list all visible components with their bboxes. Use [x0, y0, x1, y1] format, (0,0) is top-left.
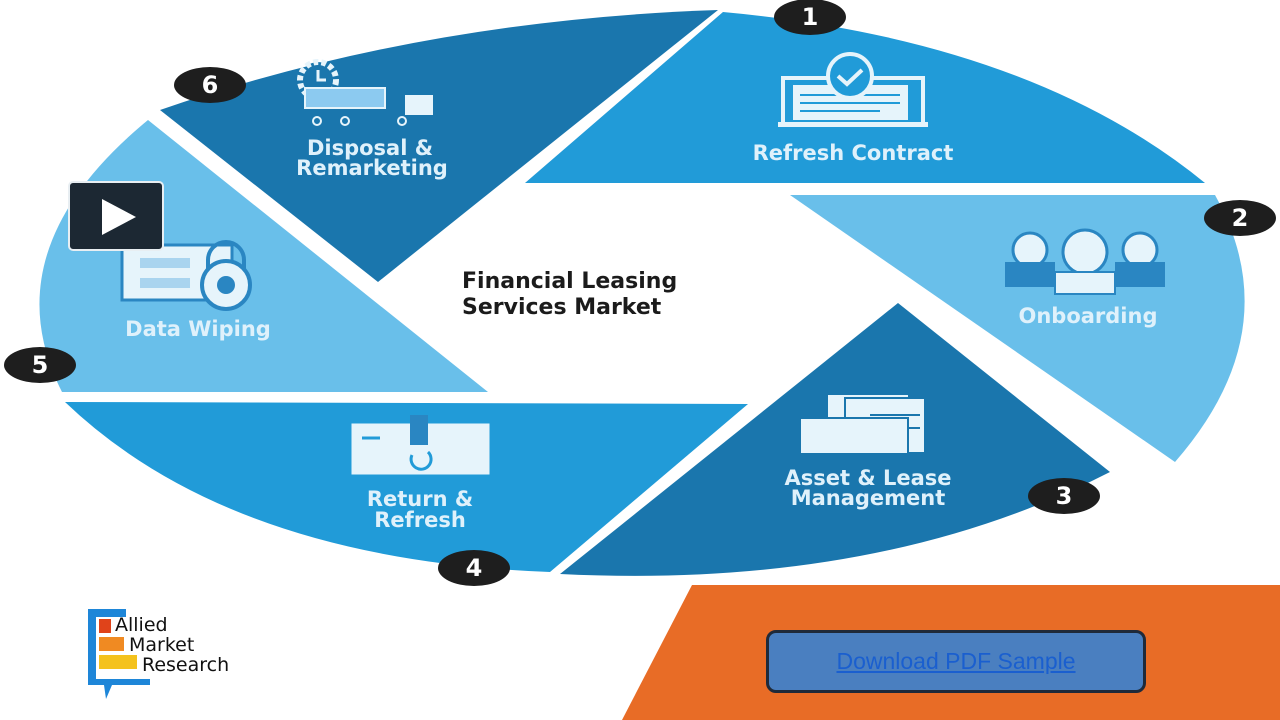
svg-text:1: 1 — [802, 3, 819, 31]
svg-text:5: 5 — [32, 351, 49, 379]
step-badge-4: 4 — [438, 550, 510, 586]
segment-label: Disposal & — [307, 136, 433, 160]
download-pdf-sample-link[interactable]: Download PDF Sample — [836, 648, 1076, 674]
step-badge-3: 3 — [1028, 478, 1100, 514]
svg-text:2: 2 — [1232, 204, 1249, 232]
svg-text:3: 3 — [1056, 482, 1073, 510]
segment-label: Remarketing — [296, 156, 448, 180]
data-lock-icon — [120, 240, 252, 311]
cycle-diagram: Refresh Contract Onboarding Asset & Leas… — [4, 0, 1276, 586]
allied-market-research-logo: Allied Market Research — [86, 607, 256, 702]
step-badge-6: 6 — [174, 67, 246, 103]
center-title-line2: Services Market — [462, 295, 662, 320]
logo-mark-icon — [88, 609, 150, 699]
step-badge-5: 5 — [4, 347, 76, 383]
segment-label: Management — [791, 486, 946, 510]
team-people-icon — [1005, 228, 1165, 295]
play-icon — [102, 199, 136, 235]
segment-label: Refresh — [374, 508, 466, 532]
step-badge-2: 2 — [1204, 200, 1276, 236]
download-pdf-sample-button[interactable]: Download PDF Sample — [766, 630, 1146, 693]
segment-label: Onboarding — [1018, 304, 1157, 328]
segment-label: Return & — [367, 487, 473, 511]
logo-text-market: Market — [129, 634, 195, 656]
segment-label: Refresh Contract — [753, 141, 954, 165]
contract-check-icon — [778, 52, 928, 127]
segment-return-refresh — [65, 402, 748, 572]
step-badge-1: 1 — [774, 0, 846, 35]
return-box-icon — [351, 415, 490, 475]
center-title-line1: Financial Leasing — [462, 269, 677, 294]
play-button[interactable] — [68, 181, 164, 251]
folder-documents-icon — [799, 395, 926, 455]
segment-label: Asset & Lease — [784, 466, 951, 490]
svg-text:4: 4 — [466, 554, 483, 582]
segment-label: Data Wiping — [125, 317, 271, 341]
logo-text-allied: Allied — [115, 614, 168, 636]
disposal-truck-icon — [297, 59, 433, 126]
svg-text:6: 6 — [202, 71, 219, 99]
logo-text-research: Research — [142, 654, 230, 676]
